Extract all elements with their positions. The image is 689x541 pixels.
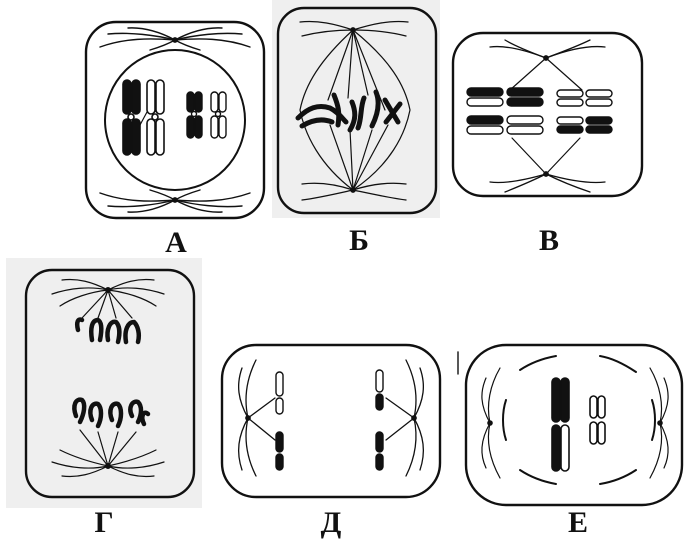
panel-g-label: Г [94,508,113,538]
panel-d-cell [222,345,458,497]
panel-a-cell [86,22,264,218]
panel-d-left-aster [239,360,275,476]
panel-e-chromosomes [552,378,605,471]
panel-d-right-aster [386,360,423,476]
panel-d-right-chromosomes [376,370,383,470]
panel-g-bottom-aster [52,430,164,477]
panel-e-nuclear-envelope-fragments [503,356,655,484]
panel-e-label: Е [568,508,588,538]
panel-e-right-aster [650,368,668,478]
panel-g-top-aster [52,279,164,318]
panel-a-top-aster [100,28,250,50]
panel-b-label: Б [349,226,369,256]
panel-a-cell-membrane [86,22,264,218]
panel-g-top-chromosomes [77,319,139,342]
panel-d-label: Д [321,508,342,538]
panel-g-bottom-chromosomes [74,400,148,426]
panel-v-cell [453,33,642,196]
panel-a-bottom-aster [100,190,250,212]
panel-e-cell-membrane [466,345,682,505]
panel-e-cell [466,345,682,505]
panel-v-label: В [539,226,559,256]
panel-b-chromosomes [298,92,400,130]
panel-g-cell [26,270,194,497]
panel-v-bottom-aster [490,172,605,192]
panel-a-small-chromosomes [187,92,226,138]
panel-d-left-chromosomes [276,372,283,470]
panel-e-left-aster [482,368,500,478]
panel-v-chromosomes [467,88,612,134]
panel-b-cell [278,8,436,213]
panel-a-large-chromosomes [123,80,164,155]
panel-v-top-aster [490,40,605,60]
panel-a-label: А [165,228,187,258]
